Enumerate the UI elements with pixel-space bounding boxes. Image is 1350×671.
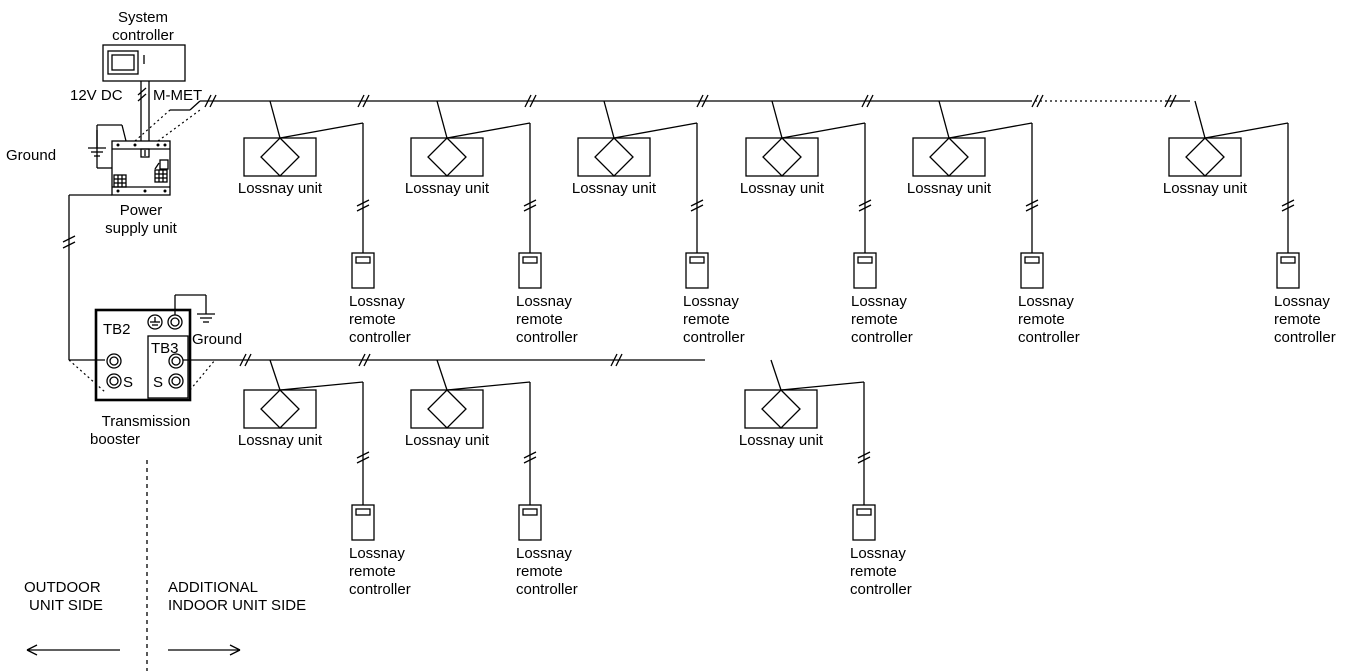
- remote-controller-label-line3: controller: [516, 329, 578, 346]
- remote-controller-label-line1: Lossnay: [349, 293, 405, 310]
- lossnay-unit: [243, 100, 370, 253]
- remote-controller-label-line1: Lossnay: [349, 545, 405, 562]
- lossnay-remote-controller: [351, 504, 375, 541]
- lossnay-unit: [745, 100, 872, 253]
- remote-controller-label-line2: remote: [683, 311, 730, 328]
- remote-controller-label-line1: Lossnay: [683, 293, 739, 310]
- dc-label: 12V DC: [70, 87, 123, 104]
- remote-controller-label-line2: remote: [349, 311, 396, 328]
- lossnay-remote-controller: [685, 252, 709, 289]
- lossnay-unit-label: Lossnay unit: [572, 180, 657, 197]
- remote-controller-label-line2: remote: [851, 311, 898, 328]
- remote-controller-label-line3: controller: [1018, 329, 1080, 346]
- remote-controller-label-line1: Lossnay: [851, 293, 907, 310]
- lossnay-unit-label: Lossnay unit: [405, 180, 490, 197]
- lossnay-remote-controller: [1020, 252, 1044, 289]
- remote-controller-label-line3: controller: [851, 329, 913, 346]
- remote-controller-label-line1: Lossnay: [516, 545, 572, 562]
- psu-ground-symbol: [88, 130, 106, 157]
- right-arrow-icon: [168, 644, 241, 656]
- lossnay-units: Lossnay unitLossnayremotecontrollerLossn…: [238, 100, 1336, 598]
- remote-controller-label-line1: Lossnay: [850, 545, 906, 562]
- tb2-s-label: S: [123, 374, 133, 391]
- left-arrow-icon: [26, 644, 120, 656]
- lossnay-unit: [744, 359, 871, 505]
- system-controller-screen-inner: [111, 54, 135, 71]
- system-controller-label-line2: controller: [112, 27, 174, 44]
- booster-ground-label: Ground: [192, 331, 242, 348]
- remote-controller-label-line3: controller: [516, 581, 578, 598]
- lossnay-remote-controller: [1276, 252, 1300, 289]
- outdoor-side-label-line2: UNIT SIDE: [29, 597, 103, 614]
- remote-controller-label-line2: remote: [516, 563, 563, 580]
- lossnay-unit: [410, 359, 537, 505]
- remote-controller-label-line1: Lossnay: [1018, 293, 1074, 310]
- system-controller-label-line1: System: [118, 9, 168, 26]
- psu-ground-label: Ground: [6, 147, 56, 164]
- remote-controller-label-line3: controller: [349, 329, 411, 346]
- system-controller: System controller: [102, 9, 186, 82]
- remote-controller-label-line1: Lossnay: [1274, 293, 1330, 310]
- lossnay-unit-label: Lossnay unit: [739, 432, 824, 449]
- power-supply-label-line1: Power: [120, 202, 163, 219]
- remote-controller-label-line3: controller: [850, 581, 912, 598]
- lossnay-unit-label: Lossnay unit: [238, 432, 323, 449]
- lossnay-unit: [912, 100, 1039, 253]
- outdoor-side-label-line1: OUTDOOR: [24, 579, 101, 596]
- lossnay-unit: [410, 100, 537, 253]
- remote-controller-label-line2: remote: [850, 563, 897, 580]
- transmission-booster: TB2 TB3 S S Transmission booster: [90, 308, 192, 448]
- tb3-s-label: S: [153, 374, 163, 391]
- power-supply-label-line2: supply unit: [105, 220, 178, 237]
- indoor-side-label-line2: INDOOR UNIT SIDE: [168, 597, 306, 614]
- system-controller-box: [102, 44, 186, 82]
- lossnay-unit-label: Lossnay unit: [405, 432, 490, 449]
- lossnay-unit-label: Lossnay unit: [1163, 180, 1248, 197]
- lossnay-remote-controller: [853, 252, 877, 289]
- mnet-label: M-MET: [153, 87, 202, 104]
- remote-controller-label-line2: remote: [349, 563, 396, 580]
- transmission-booster-label-line2: booster: [90, 431, 140, 448]
- remote-controller-label-line2: remote: [1274, 311, 1321, 328]
- remote-controller-label-line1: Lossnay: [516, 293, 572, 310]
- remote-controller-label-line3: controller: [683, 329, 745, 346]
- system-controller-screen: [107, 50, 139, 75]
- lossnay-unit-label: Lossnay unit: [238, 180, 323, 197]
- lossnay-remote-controller: [518, 252, 542, 289]
- remote-controller-label-line3: controller: [1274, 329, 1336, 346]
- lossnay-unit: [243, 359, 370, 505]
- remote-controller-label-line2: remote: [1018, 311, 1065, 328]
- power-supply-unit: Power supply unit: [105, 140, 178, 237]
- transmission-booster-box: [94, 308, 192, 402]
- indoor-side-label-line1: ADDITIONAL: [168, 579, 258, 596]
- lossnay-unit: [1168, 100, 1295, 253]
- tb3-label: TB3: [151, 340, 179, 357]
- remote-controller-label-line2: remote: [516, 311, 563, 328]
- lossnay-remote-controller: [852, 504, 876, 541]
- booster-ground-symbol: [197, 313, 215, 323]
- lossnay-unit-label: Lossnay unit: [740, 180, 825, 197]
- lossnay-unit: [577, 100, 704, 253]
- tb2-label: TB2: [103, 321, 131, 338]
- transmission-booster-label-line1: Transmission: [102, 413, 191, 430]
- remote-controller-label-line3: controller: [349, 581, 411, 598]
- lossnay-remote-controller: [518, 504, 542, 541]
- lossnay-remote-controller: [351, 252, 375, 289]
- lossnay-unit-label: Lossnay unit: [907, 180, 992, 197]
